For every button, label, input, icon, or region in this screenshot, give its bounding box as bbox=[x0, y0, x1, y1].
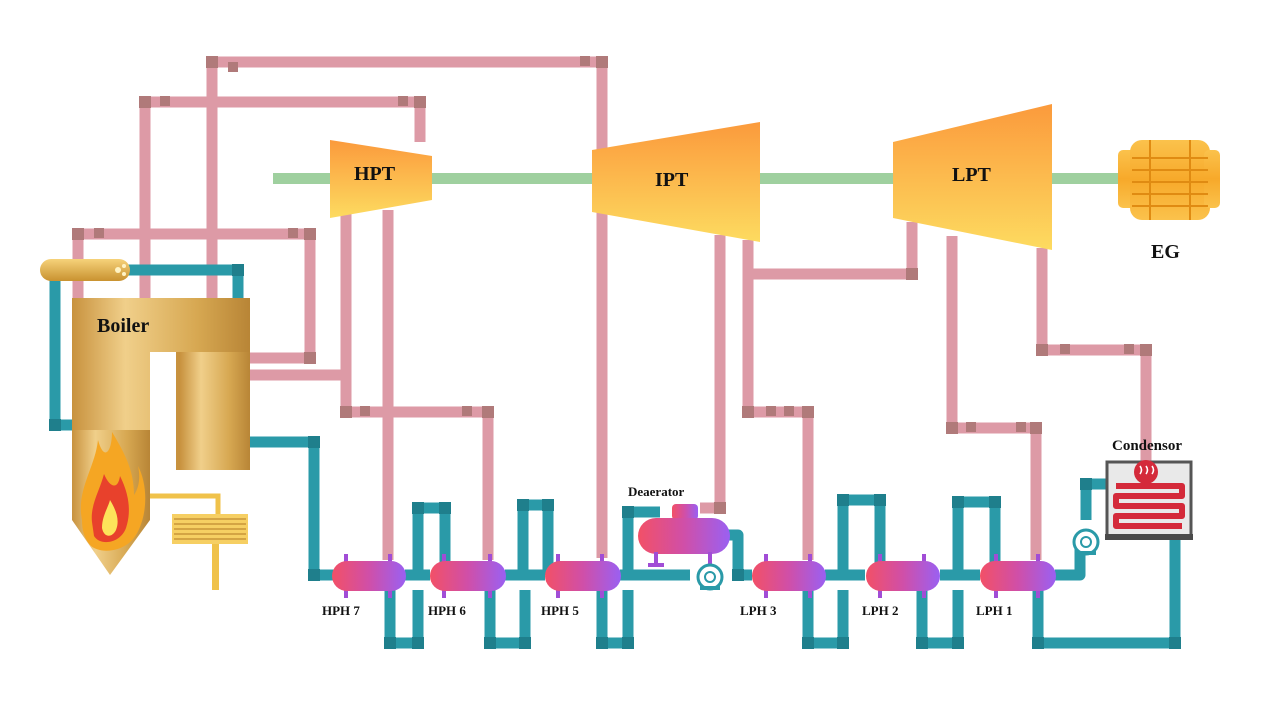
heater-hph5 bbox=[545, 554, 621, 598]
crossover-pipe bbox=[748, 222, 918, 280]
air-preheater bbox=[150, 493, 248, 590]
deaerator-label: Deaerator bbox=[628, 484, 685, 499]
steam-pipe-joints bbox=[72, 56, 1152, 514]
hph6-steam-pipe bbox=[340, 375, 494, 560]
hph7-label: HPH 7 bbox=[322, 603, 360, 618]
hph6-label: HPH 6 bbox=[428, 603, 466, 618]
drain-bend-2-under bbox=[916, 590, 964, 649]
water-pipe-joints bbox=[49, 262, 1181, 649]
drain-bend-6-5-top bbox=[517, 499, 554, 575]
condensate-pump-icon bbox=[1072, 528, 1100, 556]
heater-lph1 bbox=[980, 554, 1056, 598]
drain-bend-6-under bbox=[484, 590, 531, 649]
heater-lph3 bbox=[752, 554, 826, 598]
ipt-to-deaerator-pipe bbox=[700, 235, 726, 514]
feedwater-to-boiler-pipe bbox=[248, 436, 335, 581]
heater-hph6 bbox=[430, 554, 506, 598]
lph2-label: LPH 2 bbox=[862, 603, 898, 618]
deaerator-outlet-pipe bbox=[728, 529, 752, 581]
feed-pump-icon bbox=[696, 563, 724, 591]
generator-label: EG bbox=[1151, 241, 1180, 263]
drum-riser-pipe bbox=[120, 264, 244, 300]
generator-icon bbox=[1118, 140, 1220, 220]
condensate-return-pipe bbox=[1032, 540, 1181, 649]
lpt-exhaust-pipe bbox=[1036, 248, 1152, 462]
heater-lph2 bbox=[866, 554, 940, 598]
drain-bend-3-2-top bbox=[837, 494, 886, 575]
deaerator bbox=[638, 504, 730, 567]
drain-bend-2-1-top bbox=[952, 496, 1001, 575]
drain-bend-5-under bbox=[596, 590, 634, 649]
drain-bend-7-under bbox=[384, 590, 424, 649]
flame-icon bbox=[80, 432, 146, 551]
lpt-label: LPT bbox=[952, 164, 992, 186]
boiler-label: Boiler bbox=[97, 315, 149, 337]
drain-bend-7-6-top bbox=[412, 502, 451, 575]
lph1-label: LPH 1 bbox=[976, 603, 1012, 618]
condensor bbox=[1105, 460, 1193, 540]
ipt-turbine bbox=[592, 122, 760, 242]
hph5-label: HPH 5 bbox=[541, 603, 579, 618]
steam-drum bbox=[40, 259, 130, 281]
drain-bend-3-under bbox=[802, 590, 849, 649]
lpt-turbine bbox=[893, 104, 1052, 250]
main-steam-pipe bbox=[139, 96, 426, 300]
ipt-label: IPT bbox=[655, 169, 689, 191]
reheat-steam-pipe bbox=[206, 56, 608, 558]
ipt-to-lph3-pipe bbox=[742, 240, 814, 560]
lpt-bleed-lph1 bbox=[946, 236, 1042, 560]
condensor-label: Condensor bbox=[1112, 438, 1182, 454]
lph3-label: LPH 3 bbox=[740, 603, 777, 618]
heater-hph7 bbox=[332, 554, 406, 598]
hpt-turbine bbox=[330, 140, 432, 218]
hpt-label: HPT bbox=[354, 163, 396, 185]
